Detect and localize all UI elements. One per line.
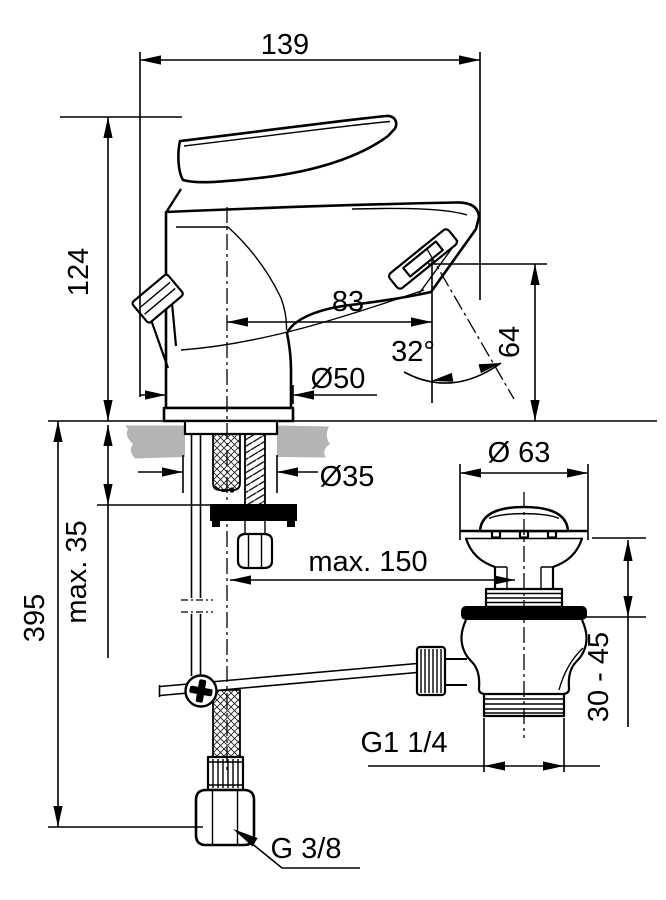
dim-label-max35: max. 35 <box>61 520 93 623</box>
aerator <box>388 228 458 290</box>
dim-label-d50: Ø50 <box>311 363 366 395</box>
rod-break-marks <box>181 599 213 613</box>
dim-label-139: 139 <box>261 29 309 61</box>
dim-label-d35: Ø35 <box>320 461 375 493</box>
dim-124-height: 124 <box>60 116 182 421</box>
dim-max35-deck: max. 35 <box>61 425 210 658</box>
dim-label-124: 124 <box>63 248 95 296</box>
faucet-base-plate <box>162 406 295 423</box>
dim-label-30-45: 30 - 45 <box>583 632 615 722</box>
dim-max150-rod: max. 150 <box>230 546 515 585</box>
vertical-pull-rod <box>190 433 202 676</box>
outlet-angle-centerline <box>426 248 515 400</box>
dim-d35-shank: Ø35 <box>138 455 374 493</box>
drain-funnel-right <box>551 538 584 589</box>
faucet-body-and-spout <box>164 201 481 410</box>
mounting-washer <box>210 504 297 521</box>
countertop <box>48 420 657 459</box>
knurl-neck <box>445 658 467 686</box>
dim-30-45-clamp: 30 - 45 <box>582 537 646 727</box>
drain-funnel-left <box>464 538 497 589</box>
drain-assembly <box>415 505 588 718</box>
dim-139-width: 139 <box>139 29 481 397</box>
hose-nut-g38 <box>194 788 256 847</box>
dim-g38-hose-thread: G 3/8 <box>233 829 360 869</box>
drain-body-left <box>460 619 485 696</box>
dim-label-32deg: 32° <box>391 336 435 368</box>
dim-g114-waste-thread: G1 1/4 <box>360 718 600 772</box>
dim-label-d63: Ø 63 <box>488 437 551 469</box>
dim-label-395: 395 <box>19 594 51 642</box>
dim-32deg-angle: 32° <box>391 336 502 384</box>
faucet-lever-handle <box>177 114 398 184</box>
dim-label-g38: G 3/8 <box>271 833 342 865</box>
pop-up-rod-linkage <box>158 433 418 708</box>
supply-hose <box>194 434 256 847</box>
handle-hinge-edge <box>165 188 183 212</box>
mounting-washer-and-nut <box>210 504 297 570</box>
dim-label-64: 64 <box>494 326 526 358</box>
countertop-right-section <box>277 425 330 458</box>
dim-64-outlet-height: 64 <box>428 263 547 421</box>
dim-d63-waste: Ø 63 <box>459 437 589 540</box>
centerlines <box>226 207 525 770</box>
knurled-rod-connector <box>415 645 447 697</box>
dimensions: 139 124 83 32° 64 Ø50 <box>19 29 646 869</box>
cross-joint-screw <box>189 679 213 703</box>
dim-label-83: 83 <box>332 286 364 318</box>
countertop-left-section <box>125 425 185 459</box>
pull-knob-stem <box>147 302 178 369</box>
dim-label-g114: G1 1/4 <box>360 727 447 759</box>
hose-break-dot-top <box>229 487 235 493</box>
faucet <box>131 114 481 436</box>
dim-395-height: 395 <box>19 421 203 828</box>
dim-83-spout-reach: 83 <box>227 258 433 403</box>
mounting-nut <box>236 532 274 570</box>
faucet-base-skirt <box>183 419 279 436</box>
dim-label-max150: max. 150 <box>308 546 427 578</box>
dim-d50-base: Ø50 <box>140 363 377 404</box>
